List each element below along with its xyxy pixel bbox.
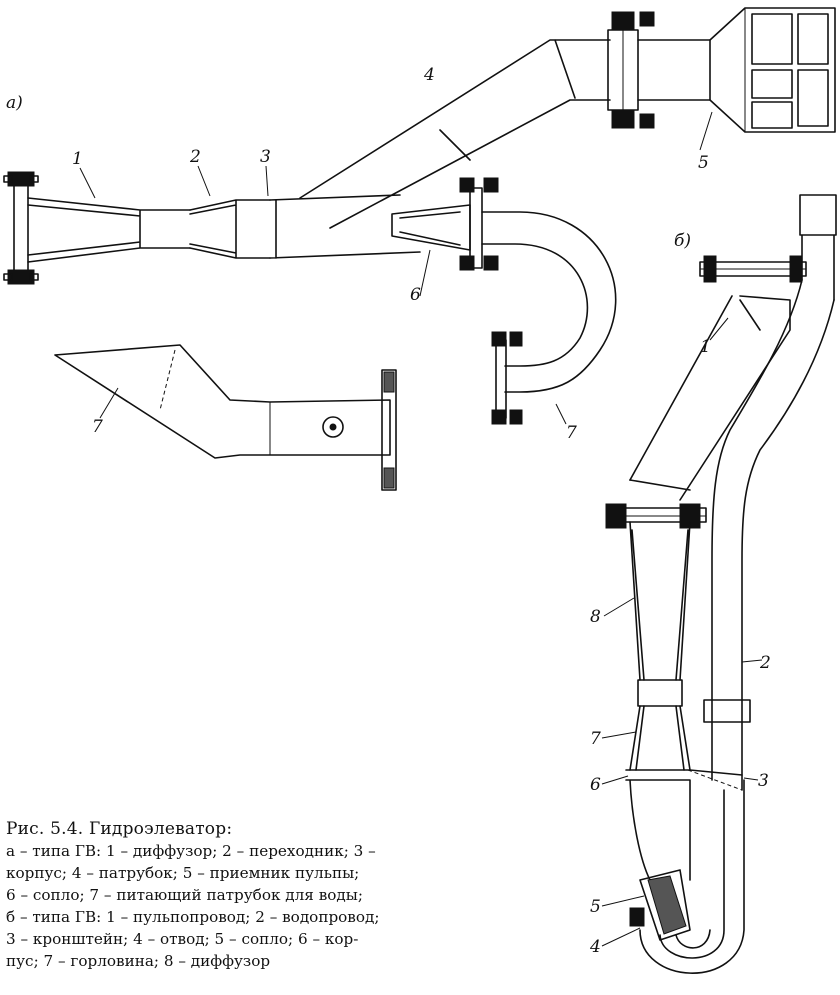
water-pipe-7-bend [481, 211, 617, 393]
water-pipe-lower-flange [491, 331, 523, 425]
label-b-2: 2 [759, 653, 771, 673]
label-a-4: 4 [423, 65, 435, 85]
feed-pipe-7 [54, 344, 397, 491]
label-a-6: 6 [410, 285, 421, 305]
label-b-1: 1 [700, 337, 711, 357]
caption-line: а – типа ГВ: 1 – диффузор; 2 – переходни… [6, 842, 376, 860]
label-b-5: 5 [590, 897, 601, 917]
throat-7 [629, 705, 691, 771]
branch-pipe-4 [299, 39, 611, 229]
caption-line: 6 – сопло; 7 – питающий патрубок для вод… [6, 886, 363, 904]
diffuser-8 [629, 479, 691, 681]
label-b-3: 3 [758, 771, 769, 791]
label-b-7: 7 [590, 729, 601, 749]
diffuser-1 [27, 197, 191, 263]
part-b-tag: б) [674, 231, 691, 251]
throat-ring [637, 679, 683, 707]
left-flange [3, 171, 39, 285]
outlet-bend-4 [639, 779, 745, 974]
nozzle-5-b [639, 869, 691, 941]
body-3 [269, 194, 421, 259]
label-a-3: 3 [260, 147, 271, 167]
part-a-tag: а) [6, 93, 23, 113]
top-flange-b [699, 255, 807, 283]
label-b-4: 4 [589, 937, 601, 957]
label-a-5: 5 [698, 153, 709, 173]
label-a-1: 1 [72, 149, 83, 169]
diffuser-flange-b [605, 503, 707, 529]
label-a-2: 2 [189, 147, 201, 167]
label-a-7-feed: 7 [92, 417, 103, 437]
caption-title: Рис. 5.4. Гидроэлеватор: [6, 819, 233, 839]
upper-flange [607, 11, 711, 129]
nozzle-6 [391, 177, 499, 271]
water-pipe-clamp [703, 699, 751, 723]
water-pipe-top [799, 194, 837, 301]
pulp-receiver-5 [709, 7, 836, 133]
outlet-bolt [629, 907, 645, 927]
caption-line: 3 – кронштейн; 4 – отвод; 5 – сопло; 6 –… [6, 930, 359, 948]
label-b-6: 6 [590, 775, 601, 795]
transition-2 [189, 199, 271, 259]
figure-caption: Рис. 5.4. Гидроэлеватор: а – типа ГВ: 1 … [6, 818, 836, 972]
label-b-8: 8 [590, 607, 601, 627]
caption-line: б – типа ГВ: 1 – пульпопровод; 2 – водоп… [6, 908, 380, 926]
body-6 [625, 769, 743, 881]
label-a-7-bend: 7 [566, 423, 577, 443]
pulp-pipeline-1 [629, 295, 791, 501]
part-b-drawing [605, 194, 837, 974]
water-pipe-2 [711, 279, 835, 791]
part-a-drawing [3, 7, 836, 491]
caption-line: корпус; 4 – патрубок; 5 – приемник пульп… [6, 864, 360, 882]
caption-line: пус; 7 – горловина; 8 – диффузор [6, 952, 271, 970]
